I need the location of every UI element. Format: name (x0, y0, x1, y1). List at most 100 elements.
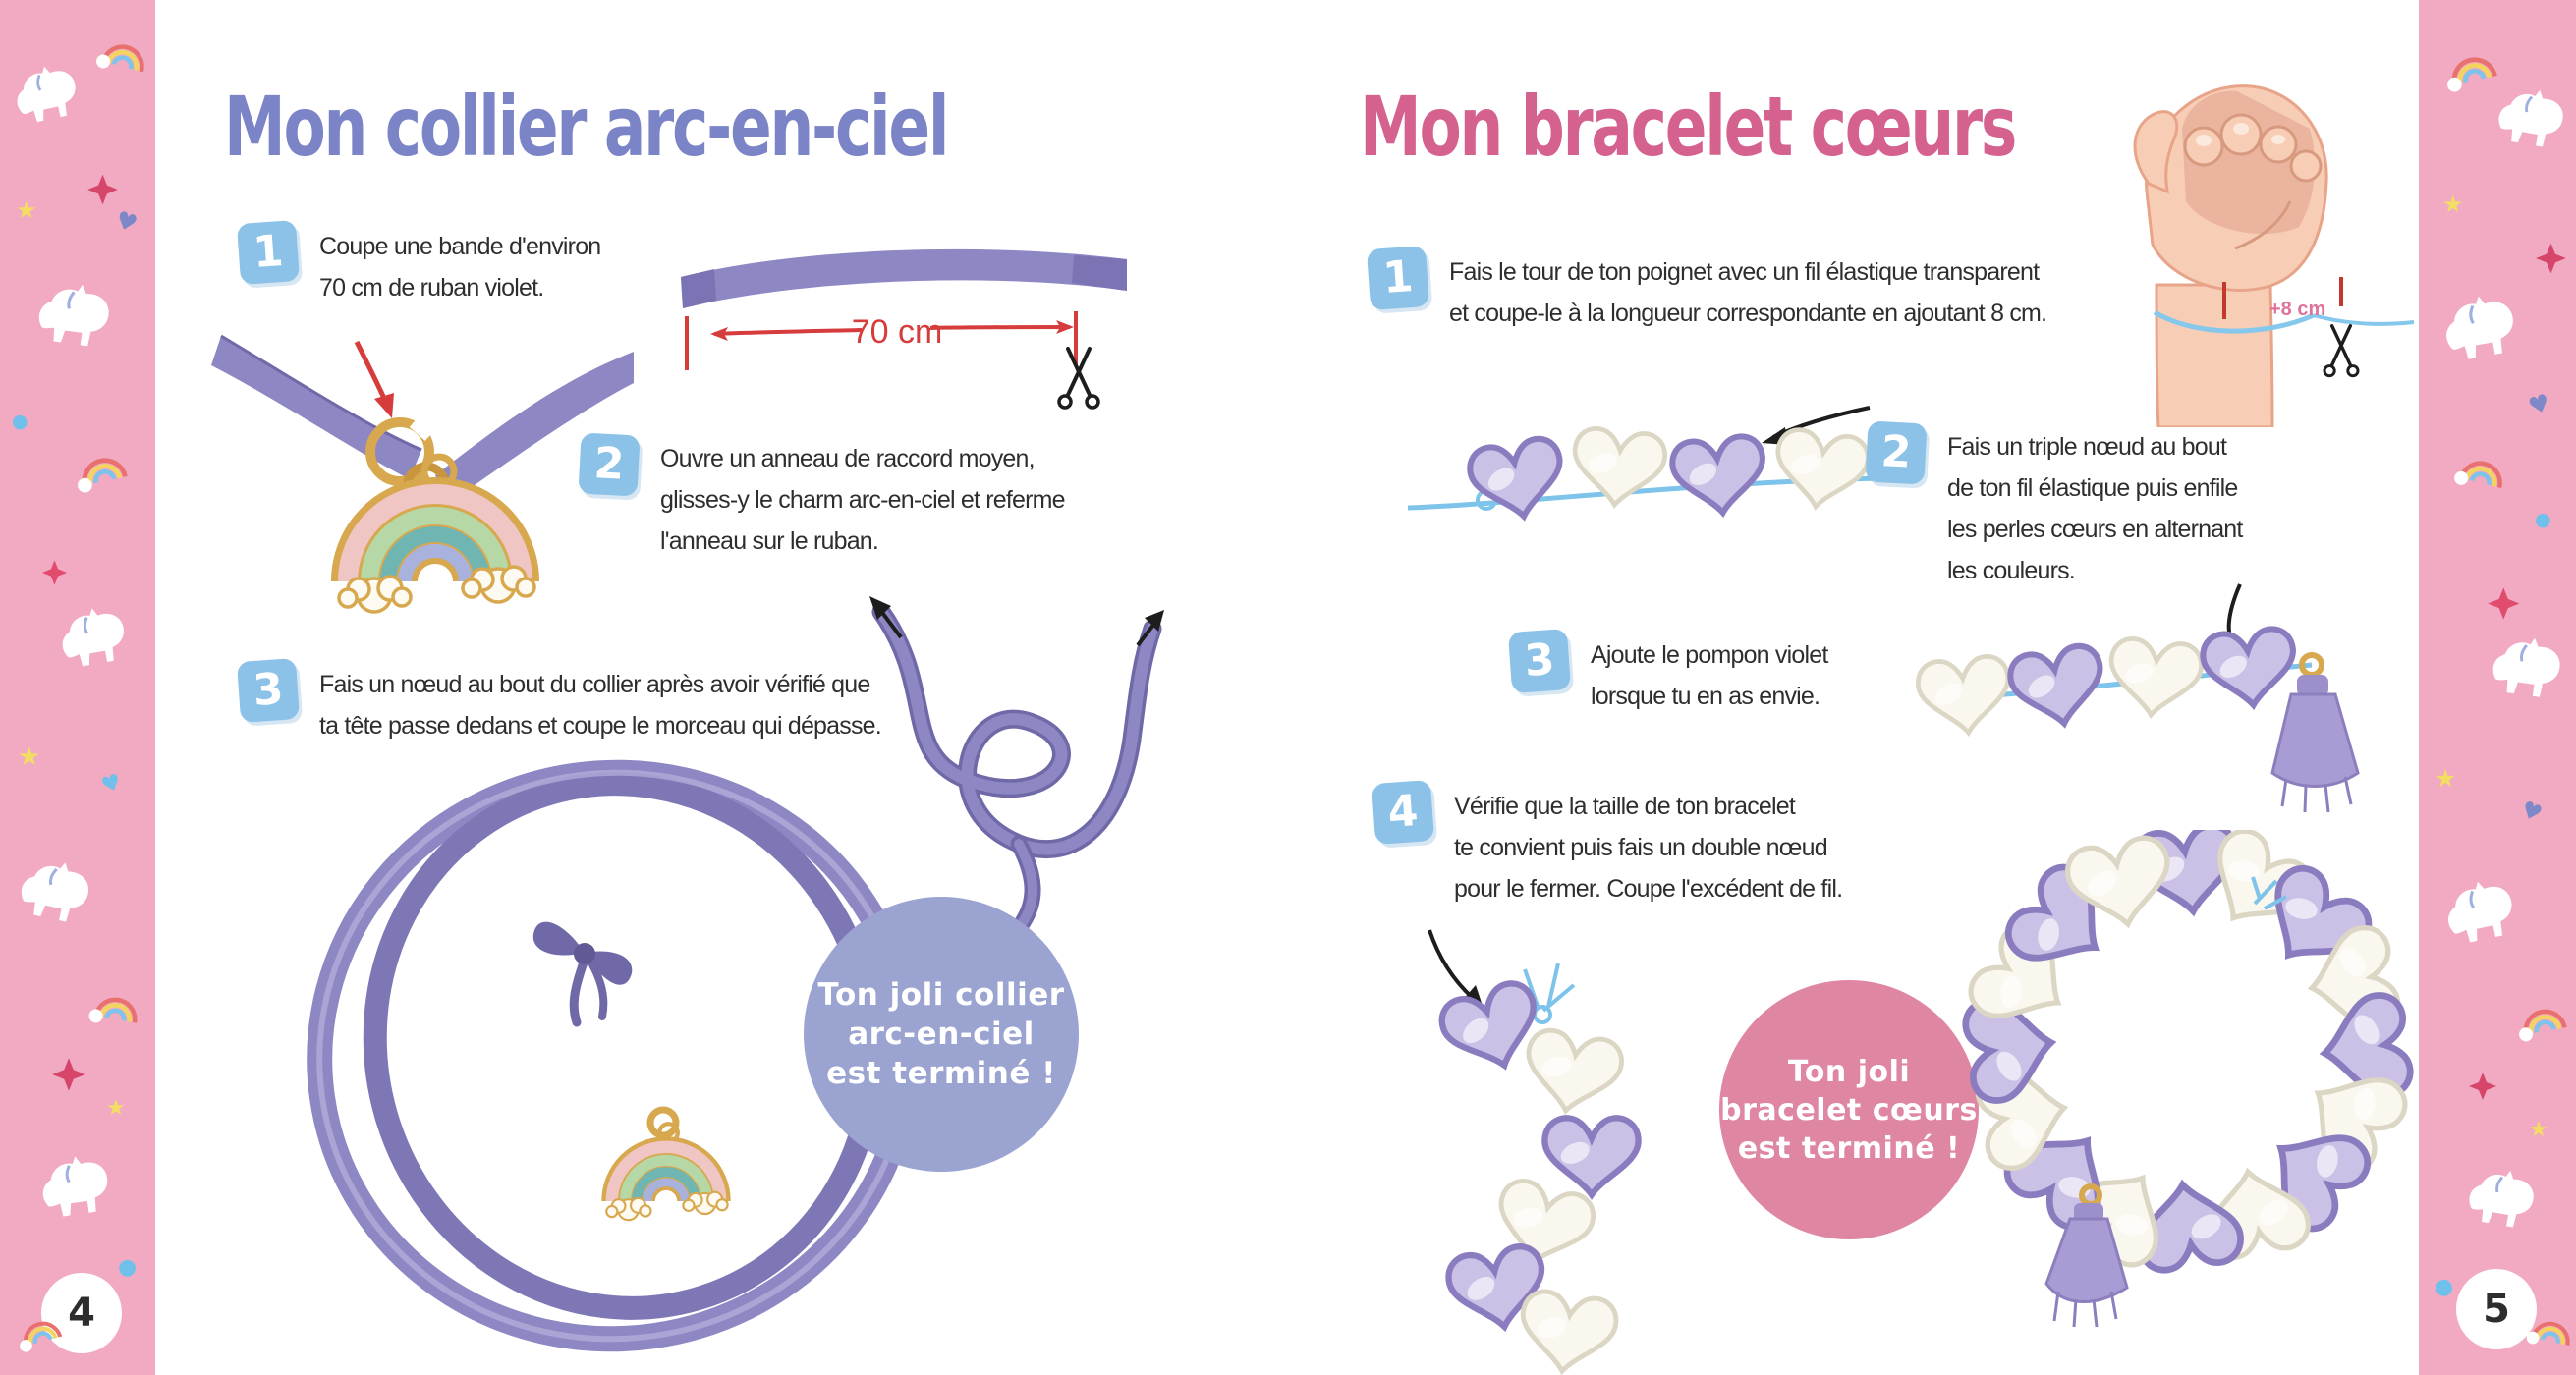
star-icon: ★ (2529, 1118, 2548, 1142)
step-text: Vérifie que la taille de ton bracelet te… (1454, 782, 1843, 909)
heart-bead (1775, 427, 1871, 511)
step-text: Coupe une bande d'environ 70 cm de ruban… (319, 222, 601, 308)
jump-ring (365, 417, 434, 486)
heart-bead (2200, 626, 2296, 711)
tassel-fringe (2280, 778, 2288, 807)
step-text-line: Vérifie que la taille de ton bracelet (1454, 793, 1796, 820)
heart-bead (1541, 1115, 1642, 1200)
step-number-badge: 3 (1507, 628, 1572, 694)
heart-bead (1526, 1027, 1624, 1115)
dot-icon: ● (2535, 509, 2551, 530)
thread-end (2264, 895, 2287, 910)
unicorn-icon (2498, 89, 2563, 147)
step-bracelet-2: 2 Fais un triple nœud au bout de ton fil… (1865, 420, 2243, 591)
step-text-line: Fais le tour de ton poignet avec un fil … (1449, 258, 2040, 286)
thread-end (1546, 962, 1560, 1008)
elastic-thread (2153, 309, 2316, 334)
ribbon-tip (681, 269, 716, 308)
rainbow-icon (88, 997, 138, 1023)
unicorn-icon (17, 66, 76, 123)
purple-ribbon (681, 248, 1127, 308)
step-number-badge: 1 (1366, 245, 1430, 311)
heart-bead (2065, 835, 2170, 929)
step-text-line: et coupe-le à la longueur correspondante… (1449, 300, 2047, 327)
heart-bead (1572, 426, 1667, 509)
ribbon-edge (220, 334, 422, 452)
knot-illustration (840, 575, 1194, 948)
ribbon-right (435, 352, 634, 503)
arrowhead (1145, 610, 1164, 632)
step-text-line: glisses-y le charm arc-en-ciel et referm… (660, 486, 1066, 514)
step-text-line: ta tête passe dedans et coupe le morceau… (319, 712, 882, 740)
heart-icon: ♥ (2517, 797, 2546, 828)
left-page-border: 4 ★♥●★♥★● (0, 0, 155, 1375)
knotting-strand-illustration (1346, 918, 1680, 1375)
rainbow-icon (78, 458, 128, 493)
step-text-line: te convient puis fais un double nœud (1454, 834, 1828, 861)
step-text-line: Ouvre un anneau de raccord moyen, (660, 445, 1036, 472)
step-text-line: 70 cm de ruban violet. (319, 274, 544, 302)
step-text-line: Fais un triple nœud au bout (1947, 433, 2227, 461)
step-bracelet-1: 1 Fais le tour de ton poignet avec un fi… (1366, 245, 2047, 334)
ribbon-knot-light (875, 606, 1158, 855)
ribbon-tip (1072, 255, 1127, 291)
scissors-icon (1057, 347, 1100, 410)
thread-end (1541, 983, 1576, 1013)
measure-arrow (929, 325, 1071, 330)
rainbow-charm (331, 453, 539, 614)
nail (2196, 135, 2212, 146)
star-icon: ★ (16, 196, 37, 224)
heart-icon: ♥ (2525, 388, 2554, 421)
nail (2271, 135, 2285, 144)
tassel-fringe (2303, 784, 2308, 813)
nail (2233, 123, 2249, 135)
unicorn-icon (2469, 1170, 2534, 1228)
bow-tail (585, 954, 608, 1020)
unicorn-icon (2492, 637, 2560, 697)
bow-loop (585, 951, 633, 985)
heart-bead (1445, 1243, 1545, 1333)
knuckle (2289, 149, 2323, 183)
unicorn-icon (42, 1156, 108, 1217)
step-number-badge: 3 (236, 657, 301, 724)
bead-strand-illustration (1400, 388, 1891, 575)
tassel-fringe (2092, 1298, 2099, 1328)
rainbow-icon (20, 1321, 63, 1352)
badge-line: arc-en-ciel (848, 1017, 1035, 1052)
rainbow-icon (2526, 1321, 2570, 1346)
tassel-band (2297, 675, 2328, 696)
heart-bead (2007, 642, 2103, 729)
step-text-line: de ton fil élastique puis enfile (1947, 474, 2238, 502)
scissors-icon (2323, 324, 2360, 378)
step-text: Ajoute le pompon violet lorsque tu en as… (1591, 631, 1828, 717)
unicorn-icon (2448, 881, 2512, 943)
heart-bead (1498, 1178, 1596, 1267)
finished-badge-collier: Ton joli collier arc-en-ciel est terminé… (804, 897, 1079, 1172)
step-text-line: Fais un nœud au bout du collier après av… (319, 671, 870, 698)
rainbow-charm (601, 1122, 731, 1222)
step-text-line: lorsque tu en as envie. (1591, 683, 1820, 710)
bow-knot (574, 943, 595, 964)
step-text-line: l'anneau sur le ruban. (660, 527, 879, 555)
finished-badge-bracelet: Ton joli bracelet cœurs est terminé ! (1719, 980, 1979, 1239)
badge-line: Ton joli (1787, 1054, 1911, 1089)
tassel-fringe (2109, 1291, 2118, 1320)
pointer-arrow (354, 340, 390, 407)
measure-arrow (713, 328, 863, 336)
step-text-line: Ajoute le pompon violet (1591, 641, 1828, 669)
step-number-badge: 2 (1865, 420, 1928, 485)
badge-line: bracelet cœurs (1720, 1092, 1978, 1128)
bow-tail (569, 955, 589, 1027)
step-text-line: Coupe une bande d'environ (319, 233, 601, 260)
ribbon-cut-illustration: 70 cm (673, 218, 1135, 414)
dot-icon: ● (12, 411, 28, 432)
spark-icon (87, 174, 118, 205)
heart-icon: ♥ (98, 769, 126, 799)
cloud-icon (605, 1196, 652, 1222)
heart-bead (1438, 980, 1537, 1071)
badge-line: est terminé ! (1737, 1130, 1961, 1166)
palm-crease (2234, 200, 2292, 250)
arrowhead (1056, 320, 1074, 334)
spark-icon (2536, 243, 2566, 274)
